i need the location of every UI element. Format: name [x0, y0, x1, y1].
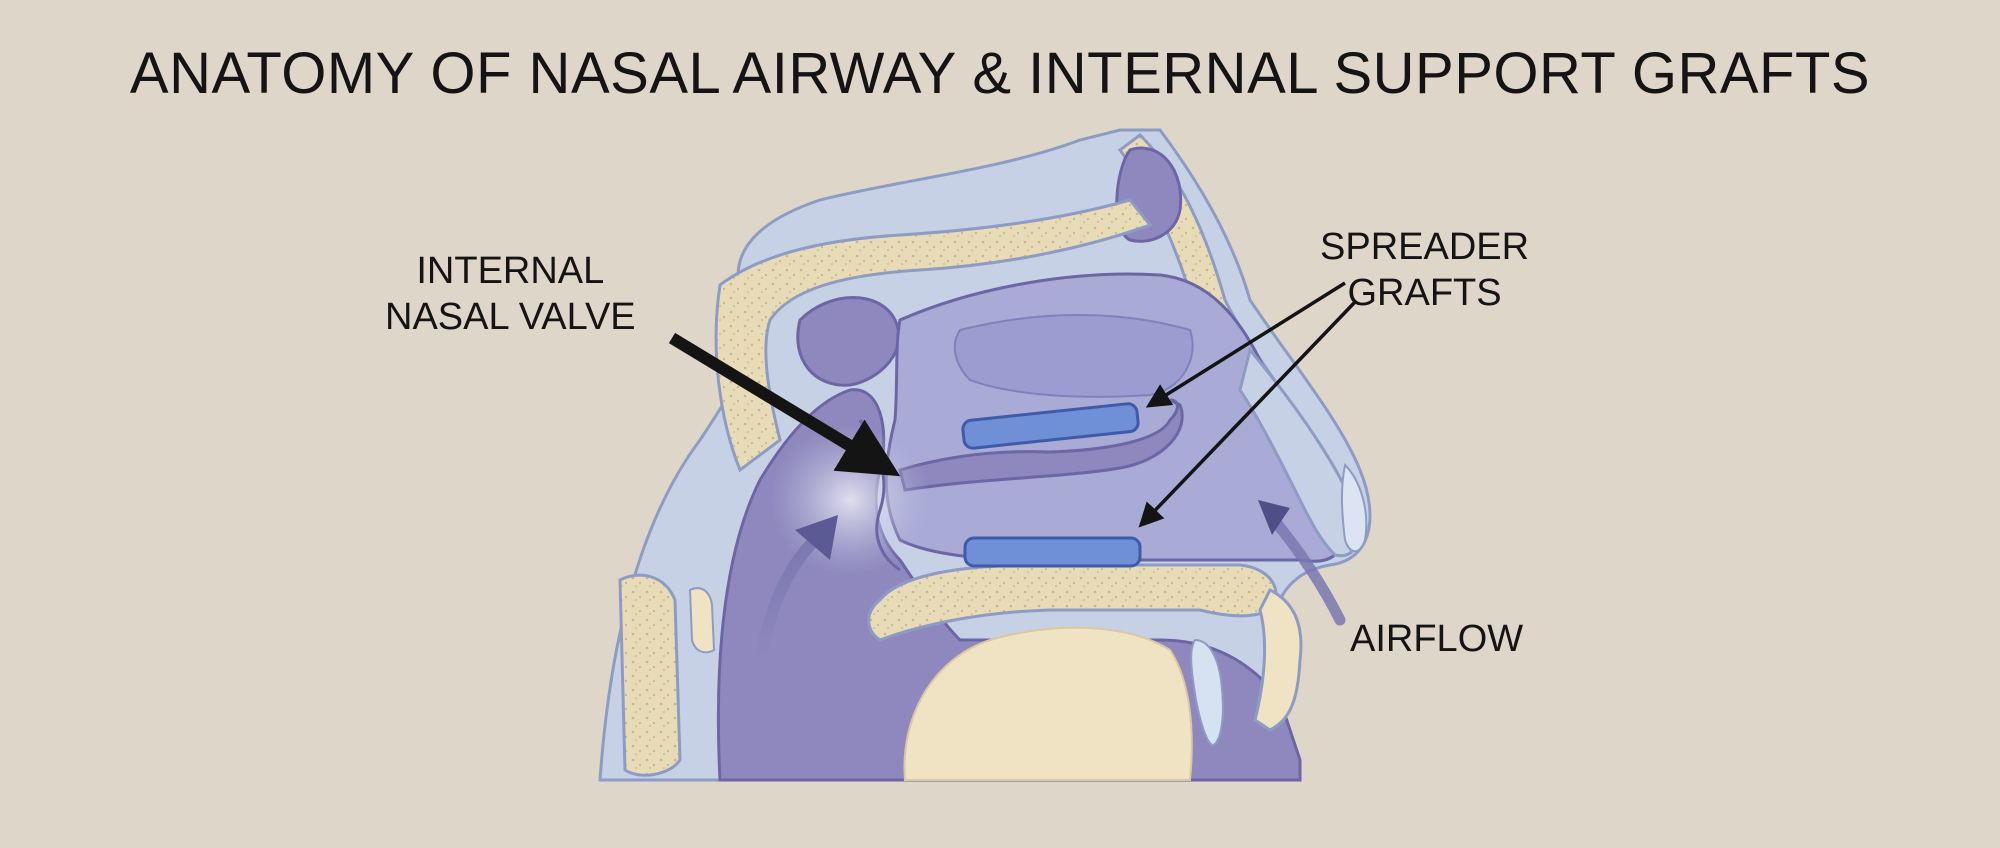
page-title: ANATOMY OF NASAL AIRWAY & INTERNAL SUPPO…	[129, 41, 1871, 106]
internal-nasal-valve-pointer	[668, 332, 901, 477]
vertebra-disc	[688, 587, 716, 654]
upper-spreader-graft	[961, 402, 1140, 450]
incisor-tooth	[1190, 638, 1224, 747]
tongue	[903, 626, 1193, 781]
internal-nasal-valve-label-line2: NASAL VALVE	[385, 296, 636, 338]
internal-nasal-valve-label: INTERNAL NASAL VALVE	[385, 248, 636, 340]
spreader-graft-lower-pointer	[1138, 300, 1357, 528]
middle-turbinate	[898, 398, 1184, 492]
airflow-arrow-nostril-head	[1258, 500, 1290, 535]
nasal-tip-cartilage	[1238, 346, 1361, 558]
airflow-arrow-pharynx-head	[795, 515, 838, 560]
cervical-spine	[618, 573, 682, 777]
spreader-graft-upper-pointer	[1145, 281, 1346, 408]
skull-base-bone	[714, 198, 1153, 473]
spreader-grafts-label: SPREADER GRAFTS	[1320, 224, 1529, 316]
upper-lip	[1253, 587, 1303, 732]
superior-turbinate	[953, 314, 1194, 398]
sphenoid-sinus	[796, 296, 901, 387]
airflow-label: AIRFLOW	[1350, 618, 1524, 660]
spreader-grafts-label-line1: SPREADER	[1320, 226, 1530, 268]
alar-cartilage	[1340, 462, 1368, 553]
airflow-arrow-pharynx	[754, 534, 821, 666]
internal-nasal-valve-label-line1: INTERNAL	[416, 250, 605, 292]
lower-spreader-graft	[963, 536, 1142, 568]
spreader-grafts-label-line2: GRAFTS	[1347, 272, 1502, 314]
